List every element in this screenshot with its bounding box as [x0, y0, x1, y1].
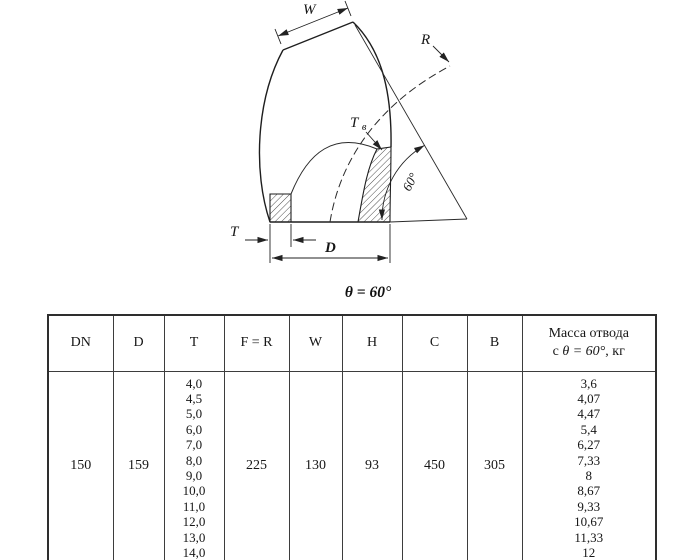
header-h: H [341, 314, 403, 372]
value-line: 4,5 [185, 390, 203, 406]
value-line: 9,33 [577, 498, 601, 514]
face-plane-line [354, 24, 468, 220]
value-line: 7,33 [577, 452, 601, 468]
dim-label-w: W [303, 2, 317, 18]
cell-d: 159 [112, 370, 165, 560]
value-line: 8,67 [577, 483, 601, 499]
tv-subscript: в [362, 122, 367, 133]
value-line: 8,0 [185, 452, 203, 468]
centerline-dashed-arc [329, 65, 451, 223]
value-line: 10,0 [182, 483, 206, 499]
dimension-t [245, 224, 316, 263]
cell-w: 130 [288, 370, 343, 560]
header-b: B [466, 314, 523, 372]
value-line: 8 [585, 467, 593, 483]
value-line: 4,07 [577, 390, 601, 406]
caption-theta: θ = 60° [345, 284, 392, 301]
wall-thickness-label-tv: T в [350, 115, 367, 133]
w-extension-right [344, 0, 352, 17]
left-wall-section [269, 193, 292, 223]
dimensions-table: DN D T F = R W H C B Масса отвода с θ = … [47, 314, 657, 560]
dimensions-table-wrap: DN D T F = R W H C B Масса отвода с θ = … [47, 314, 657, 560]
value-line: 12,0 [182, 514, 206, 530]
value-line: 11,33 [574, 529, 604, 545]
dim-label-t: T [230, 224, 240, 240]
radius-label-r: R [420, 32, 430, 48]
header-dn: DN [47, 314, 114, 372]
mass-header-line2-suffix: , кг [605, 344, 625, 360]
value-line: 9,0 [185, 467, 203, 483]
header-d: D [112, 314, 165, 372]
header-t: T [163, 314, 225, 372]
value-line: 4,0 [185, 375, 203, 391]
top-face-edge [282, 21, 354, 51]
elbow-technical-drawing: W R T в 60° T D θ = 60° [230, 0, 468, 301]
value-line: 6,27 [577, 437, 601, 453]
bore-far-edge [290, 142, 378, 195]
header-w: W [288, 314, 343, 372]
value-line: 10,67 [574, 514, 604, 530]
value-line: 7,0 [185, 437, 203, 453]
value-line: 6,0 [185, 421, 203, 437]
angle-arc [378, 145, 425, 221]
value-line: 3,6 [580, 375, 597, 391]
dimension-d [272, 224, 391, 263]
cell-b: 305 [466, 370, 523, 560]
mass-header-line2-prefix: с [552, 344, 563, 360]
header-c: C [401, 314, 468, 372]
header-mass: Масса отвода с θ = 60°, кг [521, 314, 657, 372]
outer-arc [258, 49, 284, 223]
w-dimension-line [277, 7, 349, 37]
radius-leader-line [432, 45, 450, 63]
value-line: 4,47 [577, 406, 601, 422]
bottom-plane-line [389, 218, 468, 223]
cell-c: 450 [401, 370, 468, 560]
right-wall-section [357, 146, 392, 223]
cell-h: 93 [341, 370, 403, 560]
tv-main: T [350, 115, 360, 131]
header-fr: F = R [223, 314, 290, 372]
cell-fr: 225 [223, 370, 290, 560]
value-line: 11,0 [182, 498, 206, 514]
value-line: 13,0 [182, 529, 206, 545]
header-row: DN D T F = R W H C B Масса отвода с θ = … [47, 314, 657, 372]
angle-label-60: 60° [399, 170, 421, 193]
cell-dn: 150 [47, 370, 114, 560]
value-line: 5,0 [185, 406, 203, 422]
mass-header-line1: Масса отвода [548, 326, 629, 342]
value-line: 14,0 [182, 544, 206, 560]
dim-label-d: D [324, 240, 336, 256]
value-line: 12 [582, 544, 596, 560]
value-line: 5,4 [580, 421, 597, 437]
mass-header-angle: θ = 60° [562, 344, 606, 360]
dimension-w [274, 0, 352, 45]
w-extension-left [274, 28, 282, 45]
